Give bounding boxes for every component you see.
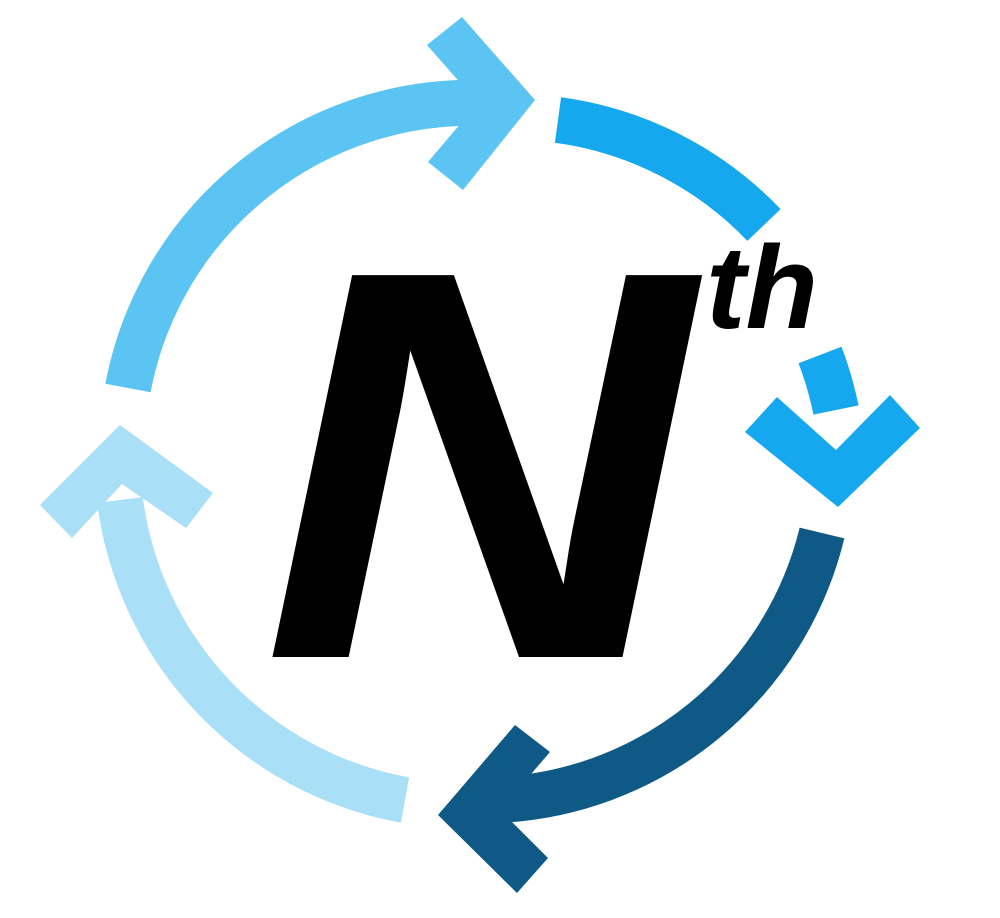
left-cycle-arrow-icon [40, 425, 410, 823]
logo-letter-n: N [262, 155, 709, 775]
bottom-cycle-arrow-icon [438, 527, 845, 893]
bottom-arc [495, 527, 845, 823]
top-arrowhead [427, 17, 535, 190]
left-arc [97, 497, 410, 823]
right-arc-lower [798, 346, 859, 416]
right-arrowhead [745, 395, 920, 507]
right-arc [554, 97, 781, 242]
bottom-arrowhead [438, 725, 550, 893]
right-cycle-arrow-icon [554, 97, 920, 507]
top-cycle-arrow-icon [105, 17, 535, 393]
top-arc [105, 79, 486, 393]
left-arrowhead [40, 425, 213, 538]
logo-superscript-th: th [706, 222, 818, 354]
